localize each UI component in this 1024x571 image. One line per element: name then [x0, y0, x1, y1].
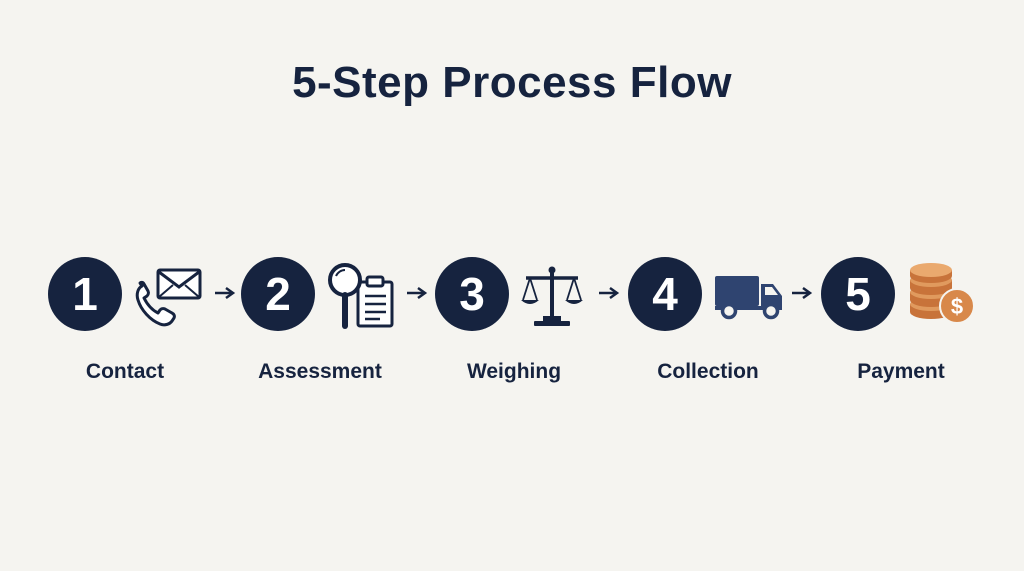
flow-arrow-4 [791, 285, 813, 306]
delivery-truck-icon [713, 272, 785, 320]
magnifier-clipboard-icon [326, 262, 398, 330]
flow-arrow-3 [598, 285, 620, 306]
phone-envelope-icon [132, 266, 204, 328]
step-1-number-badge: 1 [48, 257, 122, 331]
page-title: 5-Step Process Flow [292, 58, 732, 107]
step-1-label: Contact [85, 360, 165, 383]
flow-arrow-2 [406, 285, 428, 306]
svg-text:$: $ [951, 294, 963, 319]
step-4-number-badge: 4 [628, 257, 702, 331]
step-5-number-badge: 5 [821, 257, 895, 331]
flow-arrow-1 [214, 285, 236, 306]
step-5-label: Payment [857, 360, 945, 383]
step-2-number-badge: 2 [241, 257, 315, 331]
balance-scale-icon [520, 264, 584, 328]
coins-dollar-icon: $ [905, 262, 979, 328]
step-2-label: Assessment [258, 360, 382, 383]
step-3-number-badge: 3 [435, 257, 509, 331]
step-3-label: Weighing [466, 360, 562, 383]
step-4-label: Collection [657, 360, 759, 383]
